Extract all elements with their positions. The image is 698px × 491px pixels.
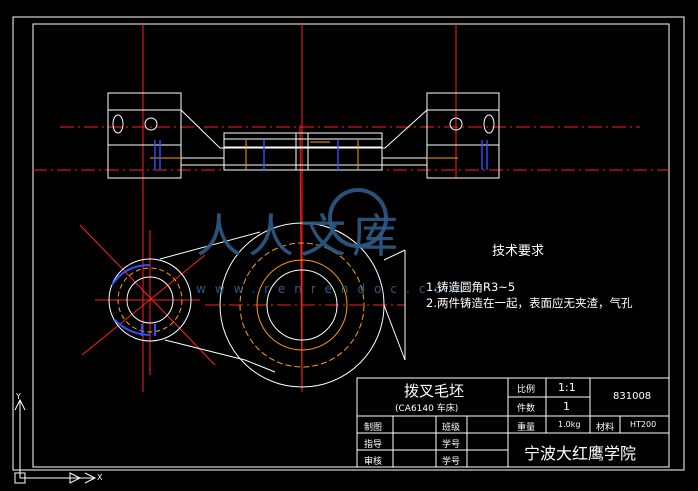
tech-item-2: 2.两件铸造在一起，表面应无夹渣，气孔 <box>426 296 633 310</box>
scale-label: 比例 <box>517 385 536 395</box>
class-label: 班级 <box>442 423 461 433</box>
drawing-number: 831008 <box>613 391 652 402</box>
weight-label: 重量 <box>517 423 536 433</box>
id-label: 学号 <box>442 440 461 450</box>
top-view-accents <box>245 140 359 170</box>
front-view <box>108 222 406 388</box>
ucs-axis-icon <box>14 398 97 484</box>
ucs-y-label: Y <box>16 392 21 401</box>
top-view <box>107 92 500 179</box>
part-name: 拨叉毛坯 <box>404 382 465 400</box>
top-view-hidden <box>154 140 488 170</box>
scale-value: 1:1 <box>558 381 576 394</box>
ucs-x-label: X <box>97 473 103 482</box>
part-subtitle: (CA6140 车床) <box>395 404 459 414</box>
school-name: 宁波大红鹰学院 <box>524 444 637 463</box>
watermark-url: www.renrendoc.com <box>196 282 472 296</box>
count-value: 1 <box>563 400 570 413</box>
material-label: 材料 <box>596 423 615 433</box>
tech-title: 技术要求 <box>492 244 545 259</box>
watermark-text: 人人文库 <box>196 209 404 263</box>
inner-frame <box>32 23 670 468</box>
outer-frame <box>12 16 685 471</box>
count-label: 件数 <box>517 404 536 414</box>
drawn-label: 制图 <box>364 423 383 433</box>
id-label-2: 学号 <box>442 457 461 467</box>
weight-value: 1.0kg <box>558 420 581 429</box>
front-view-hidden <box>111 264 156 336</box>
review-label: 审核 <box>364 457 383 467</box>
title-block-lines <box>356 377 670 468</box>
watermark-logo-icon <box>328 188 388 248</box>
tech-item-1: 1.铸造圆角R3~5 <box>426 280 516 294</box>
front-view-accents <box>117 242 365 368</box>
checked-label: 指导 <box>364 440 383 450</box>
material-value: HT200 <box>630 420 657 429</box>
